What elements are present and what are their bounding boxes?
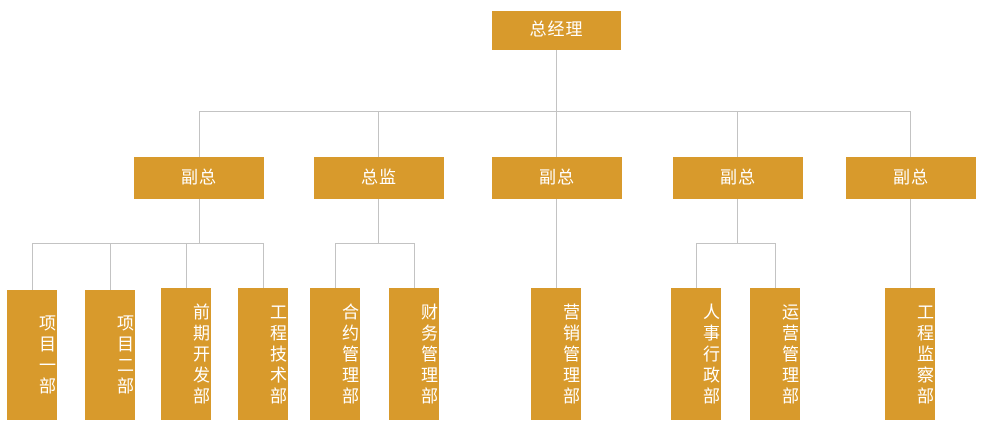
connector-stem-group-1: [199, 199, 200, 244]
connector-bus-group-1: [32, 243, 263, 244]
connector-drop-l2-5: [910, 111, 911, 157]
node-general-manager[interactable]: 总经理: [492, 11, 621, 50]
node-engineering-technology-dept[interactable]: 工程技术部: [238, 288, 288, 420]
connector-drop-l2-3: [556, 111, 557, 157]
connector-drop-g1-c1: [32, 243, 33, 290]
connector-stem-group-2: [378, 199, 379, 244]
connector-drop-l2-4: [737, 111, 738, 157]
connector-stem-group-3: [556, 199, 557, 288]
connector-stem-group-4: [737, 199, 738, 244]
connector-drop-g4-c2: [775, 243, 776, 288]
node-vice-president-1[interactable]: 副总: [134, 157, 264, 199]
connector-bus-group-4: [696, 243, 776, 244]
connector-main-bus: [199, 111, 911, 112]
connector-root-stem: [556, 50, 557, 111]
node-vice-president-4[interactable]: 副总: [846, 157, 976, 199]
node-marketing-management-dept[interactable]: 营销管理部: [531, 288, 581, 420]
node-project-dept-2[interactable]: 项目二部: [85, 290, 135, 420]
node-engineering-supervision-dept[interactable]: 工程监察部: [885, 288, 935, 420]
connector-drop-g2-c1: [335, 243, 336, 288]
connector-drop-g2-c2: [414, 243, 415, 288]
connector-drop-g4-c1: [696, 243, 697, 288]
node-vice-president-3[interactable]: 副总: [673, 157, 803, 199]
node-operations-management-dept[interactable]: 运营管理部: [750, 288, 800, 420]
connector-drop-g1-c3: [186, 243, 187, 288]
connector-bus-group-2: [335, 243, 415, 244]
node-project-dept-1[interactable]: 项目一部: [7, 290, 57, 420]
node-vice-president-2[interactable]: 副总: [492, 157, 622, 199]
connector-drop-g1-c2: [110, 243, 111, 290]
node-director[interactable]: 总监: [314, 157, 444, 199]
node-finance-management-dept[interactable]: 财务管理部: [389, 288, 439, 420]
connector-stem-group-5: [910, 199, 911, 288]
connector-drop-l2-2: [378, 111, 379, 157]
connector-drop-l2-1: [199, 111, 200, 157]
node-hr-administration-dept[interactable]: 人事行政部: [671, 288, 721, 420]
connector-drop-g1-c4: [263, 243, 264, 288]
node-contract-management-dept[interactable]: 合约管理部: [310, 288, 360, 420]
node-early-development-dept[interactable]: 前期开发部: [161, 288, 211, 420]
